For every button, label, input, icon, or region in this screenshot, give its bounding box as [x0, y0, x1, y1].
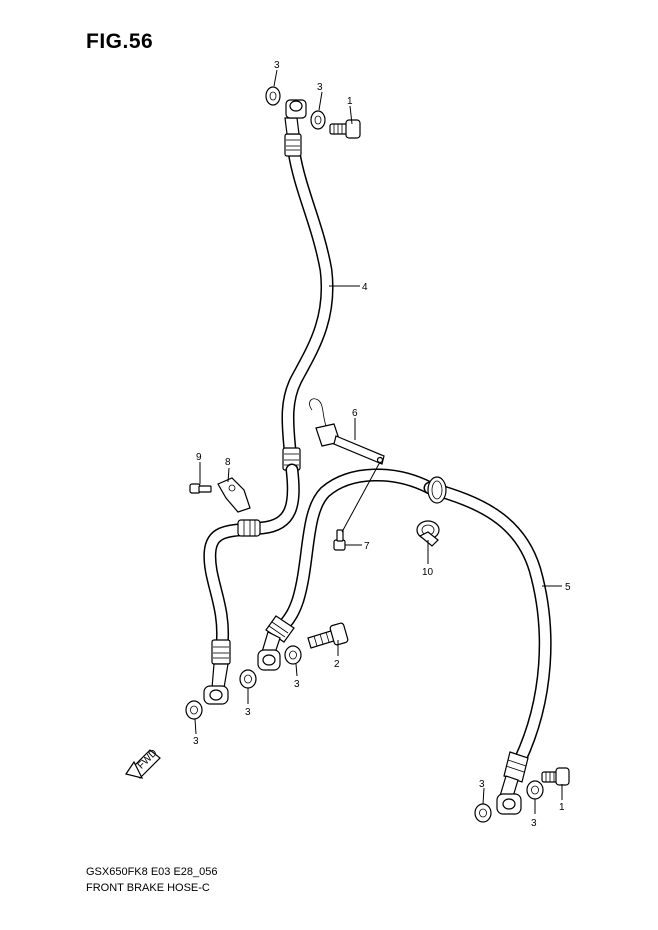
callout-right-hose: 5 [565, 582, 571, 593]
washer-mid [284, 645, 302, 665]
callout-clamp-bolt-middle: 7 [364, 541, 370, 552]
washer-mid-left [239, 669, 257, 689]
callout-upper-hose: 4 [362, 282, 368, 293]
callout-washer-bottom-right-1: 3 [479, 779, 485, 790]
left-banjo-fitting [203, 639, 231, 705]
middle-banjo-fitting [257, 615, 295, 671]
washer-top-right [310, 110, 326, 130]
forward-arrow-icon: FWD [125, 748, 161, 779]
washer-top-left [265, 86, 281, 106]
callout-clamp-right: 10 [422, 567, 434, 578]
callout-washer-mid-left: 3 [245, 707, 251, 718]
union-bolt-bottom [541, 767, 570, 786]
callout-clamp-bolt-left: 9 [196, 452, 202, 463]
callout-washer-top-right: 3 [317, 82, 323, 93]
clamp-bolt-middle [333, 529, 346, 551]
washer-bottom-left [185, 700, 203, 720]
callout-washer-mid: 3 [294, 679, 300, 690]
leader-lines [194, 69, 563, 814]
middle-brake-hose[interactable] [278, 468, 437, 631]
model-code: GSX650FK8 E03 E28_056 [86, 866, 218, 878]
callout-washer-bottom-right-2: 3 [531, 818, 537, 829]
right-hose-grommet [427, 476, 447, 504]
callout-bolt-middle: 2 [334, 659, 340, 670]
washer-bottom-right-2 [526, 780, 544, 800]
washer-bottom-right-1 [474, 803, 492, 823]
hose-joint-fitting [282, 447, 301, 471]
hose-clamp-left [217, 477, 251, 513]
figure-caption: FRONT BRAKE HOSE-C [86, 882, 210, 894]
upper-brake-hose[interactable] [281, 145, 334, 457]
figure-title: FIG.56 [86, 30, 154, 53]
hose-clamp-upper [309, 398, 385, 465]
upper-banjo-fitting [284, 99, 307, 157]
left-brake-hose[interactable] [203, 463, 300, 652]
left-hose-coupler [237, 519, 261, 537]
right-brake-hose[interactable] [423, 481, 552, 767]
callout-washer-top-left: 3 [274, 60, 280, 71]
clamp-bolt-left [189, 483, 212, 494]
callout-clamp-upper: 6 [352, 408, 358, 419]
callout-washer-bottom-left: 3 [193, 736, 199, 747]
union-bolt-top [329, 119, 361, 139]
callout-bolt-top: 1 [347, 96, 353, 107]
hose-clamp-right [416, 520, 440, 547]
union-bolt-middle [307, 622, 349, 649]
callout-clamp-left: 8 [225, 457, 231, 468]
right-banjo-fitting [496, 751, 529, 815]
callout-bolt-bottom: 1 [559, 802, 565, 813]
